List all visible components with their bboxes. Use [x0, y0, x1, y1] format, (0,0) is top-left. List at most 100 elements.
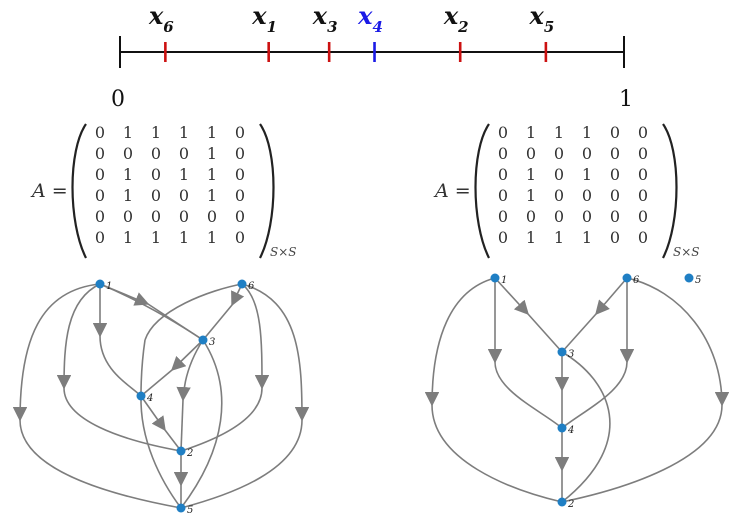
matrix-cell: 0: [638, 123, 648, 142]
matrix-cell: 0: [151, 165, 161, 184]
matrix-right-paren: [662, 123, 678, 259]
graph0-node-4: [136, 391, 146, 401]
matrix-cell: 1: [151, 123, 161, 142]
graph0-node-label-2: 2: [186, 448, 193, 459]
matrix-cell: 0: [582, 207, 592, 226]
edge-1-4-r: [494, 361, 563, 429]
matrix-cell: 0: [582, 186, 592, 205]
point-label-x5: x5: [529, 1, 555, 36]
edge-3-2-arrow: [176, 339, 204, 402]
point-label-base: x: [312, 1, 328, 30]
matrix-cell: 0: [638, 186, 648, 205]
matrix-cell: 1: [151, 228, 161, 247]
matrix-cell: 0: [235, 144, 245, 163]
graph1-node-label-2: 2: [567, 499, 574, 510]
point-label-base: x: [443, 1, 459, 30]
matrix-cell: 0: [638, 144, 648, 163]
matrix-lhs: A =: [433, 180, 471, 202]
matrix-cell: 1: [123, 165, 133, 184]
point-label-sub: 1: [267, 18, 277, 36]
graph0-node-2: [176, 446, 186, 456]
graph1-node-label-3: 3: [568, 349, 574, 360]
point-label-base: x: [251, 1, 267, 30]
matrix-cell: 0: [123, 207, 133, 226]
graph0-node-label-6: 6: [248, 281, 255, 292]
graph1-node-2: [557, 497, 567, 507]
edge-3-2-r: [561, 351, 611, 503]
number-line-start-label: 0: [111, 87, 125, 112]
matrix-cell: 0: [235, 123, 245, 142]
edge-6-4-r: [561, 361, 628, 429]
matrix-cell: 1: [207, 228, 217, 247]
graph0-node-label-4: 4: [146, 393, 153, 404]
matrix-cell: 1: [207, 165, 217, 184]
matrix-cell: 1: [582, 228, 592, 247]
matrix-cell: 0: [554, 165, 564, 184]
edge-1-2-arrow: [56, 283, 101, 390]
graph1-node-3: [557, 347, 567, 357]
point-label-x1: x1: [251, 1, 277, 36]
graph1-node-label-6: 6: [633, 275, 640, 286]
matrix-cell: 1: [179, 165, 189, 184]
matrix-cell: 0: [582, 144, 592, 163]
edge-1-3: [99, 283, 204, 341]
graph1-node-6: [622, 273, 632, 283]
matrix-cell: 0: [610, 144, 620, 163]
edge-6-4b: [140, 339, 146, 397]
edge-3-4: [140, 369, 173, 397]
matrix-cell: 0: [235, 165, 245, 184]
matrix-cell: 0: [123, 144, 133, 163]
graph-right: [424, 277, 730, 503]
graph1-node-1: [490, 273, 500, 283]
point-label-x6: x6: [148, 1, 174, 36]
graph0-node-1: [95, 279, 105, 289]
matrix-cell: 0: [498, 228, 508, 247]
matrix-cell: 0: [179, 144, 189, 163]
graph0-node-label-3: 3: [209, 337, 215, 348]
edge-1-5-arrow: [12, 283, 101, 422]
matrix-right-paren: [259, 123, 275, 259]
matrix-cell: 0: [610, 165, 620, 184]
matrix-cell: 1: [179, 228, 189, 247]
matrix-left-paren: [71, 123, 87, 259]
matrix-cell: 0: [498, 123, 508, 142]
matrix-cell: 0: [498, 165, 508, 184]
graph0-node-5: [176, 503, 186, 513]
matrix-cell: 1: [526, 165, 536, 184]
point-label-x4: x4: [357, 1, 383, 36]
matrix-cell: 0: [95, 165, 105, 184]
matrix-cell: 0: [95, 123, 105, 142]
edge-1-4: [99, 335, 142, 397]
edge-1-2: [63, 387, 182, 452]
matrix-cell: 0: [207, 207, 217, 226]
matrix-cell: 1: [526, 123, 536, 142]
graph-left: [12, 283, 310, 509]
matrix-cell: 0: [498, 207, 508, 226]
edge-3-5: [180, 339, 223, 509]
matrix-cell: 0: [554, 186, 564, 205]
graph1-node-5: [684, 273, 694, 283]
matrix-cell: 0: [526, 144, 536, 163]
matrix-cell: 0: [151, 207, 161, 226]
matrix-cell: 0: [235, 207, 245, 226]
point-label-x2: x2: [443, 1, 469, 36]
point-label-base: x: [148, 1, 164, 30]
matrix-cell: 1: [582, 123, 592, 142]
edge-6-2-r: [561, 404, 723, 503]
point-label-sub: 4: [372, 18, 382, 36]
matrix-cell: 0: [610, 207, 620, 226]
edge-6-3-r: [561, 313, 597, 353]
matrix-subscript: S×S: [270, 245, 297, 259]
graph0-node-label-1: 1: [106, 281, 112, 292]
matrix-cell: 0: [498, 144, 508, 163]
edge-6-3: [202, 304, 233, 341]
matrix-cell: 0: [638, 207, 648, 226]
matrix-cell: 0: [235, 228, 245, 247]
matrix-cell: 1: [526, 186, 536, 205]
matrix-cell: 0: [95, 186, 105, 205]
graph1-node-label-4: 4: [567, 425, 574, 436]
graph1-node-label-5: 5: [695, 275, 701, 286]
number-line-end-label: 1: [619, 87, 633, 112]
